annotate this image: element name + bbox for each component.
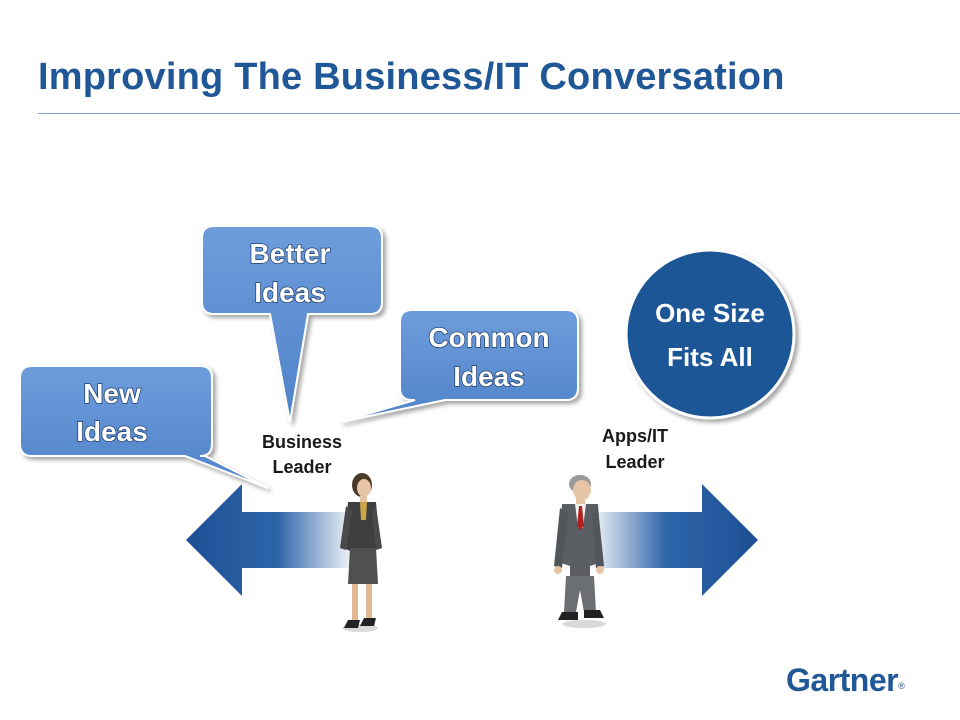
common-ideas-line2: Ideas [453, 361, 525, 392]
apps-it-leader-line1: Apps/IT [602, 426, 668, 446]
business-leader-line2: Leader [272, 457, 331, 477]
better-ideas-bubble [201, 225, 383, 423]
gartner-logo: Gartner® [786, 662, 905, 699]
circle-line1: One Size [655, 298, 765, 328]
apps-it-leader-line2: Leader [605, 452, 664, 472]
one-size-circle [624, 248, 796, 420]
logo-wordmark: Gartner [786, 662, 899, 698]
circle-line2: Fits All [667, 342, 753, 372]
better-ideas-line1: Better [250, 238, 331, 269]
new-ideas-bubble [19, 365, 269, 489]
right-arrow [592, 484, 758, 596]
business-leader-line1: Business [262, 432, 342, 452]
registered-mark: ® [898, 681, 905, 691]
slide-title: Improving The Business/IT Conversation [38, 56, 785, 98]
new-ideas-line2: Ideas [76, 416, 148, 447]
common-ideas-line1: Common [428, 322, 549, 353]
new-ideas-line1: New [83, 378, 141, 409]
apps-it-leader-figure [554, 475, 606, 628]
common-ideas-bubble [339, 309, 579, 423]
better-ideas-line2: Ideas [254, 277, 326, 308]
title-divider [38, 113, 960, 114]
business-leader-figure [340, 473, 382, 632]
left-arrow [186, 484, 352, 596]
